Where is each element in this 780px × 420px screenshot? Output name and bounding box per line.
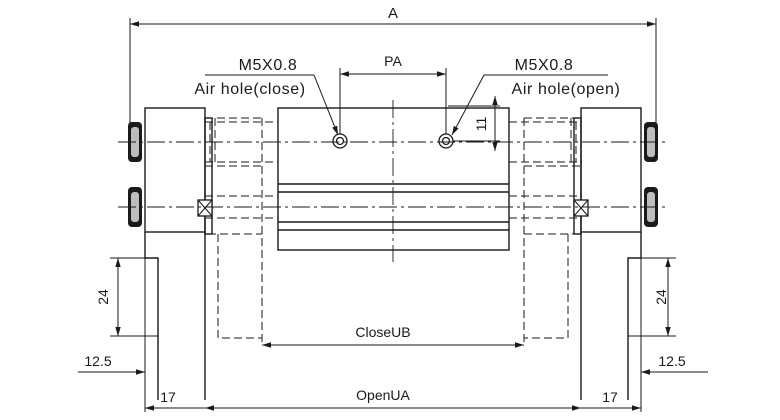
dimension-17-left: 17 — [144, 380, 205, 412]
port-callout-close: M5X0.8 Air hole(close) — [194, 57, 339, 136]
dimension-open-ua-label: OpenUA — [356, 387, 410, 403]
dimension-close-ub-label: CloseUB — [355, 324, 410, 340]
left-jaw — [128, 107, 213, 400]
dimension-11-label: 11 — [473, 117, 489, 132]
dimension-12-5-left-label: 12.5 — [84, 353, 111, 369]
dimension-pa: PA — [339, 53, 447, 140]
dimension-open-ua: OpenUA — [205, 387, 581, 411]
dimension-11: 11 — [448, 96, 500, 151]
dimension-17-right-label: 17 — [602, 389, 618, 405]
hidden-lines-left — [205, 117, 278, 345]
dimension-24-right: 24 — [628, 257, 676, 337]
dimension-24-left: 24 — [95, 257, 158, 337]
dimension-12-5-left: 12.5 — [78, 232, 146, 380]
port-open-thread: M5X0.8 — [515, 57, 574, 74]
dimension-17-left-label: 17 — [160, 389, 176, 405]
hidden-lines-right — [509, 117, 582, 345]
air-hole-open-port — [438, 133, 454, 149]
dimension-close-ub: CloseUB — [262, 324, 524, 348]
right-jaw — [573, 107, 658, 400]
air-hole-close-port — [332, 133, 348, 149]
left-set-screw — [197, 199, 213, 217]
port-close-name: Air hole(close) — [194, 81, 305, 98]
gripper-body — [277, 107, 510, 251]
dimension-a-label: A — [388, 5, 398, 22]
dimension-pa-label: PA — [384, 53, 402, 69]
dimension-17-right: 17 — [581, 380, 642, 412]
right-set-screw — [573, 199, 589, 217]
center-lines — [118, 100, 668, 262]
dimension-24-right-label: 24 — [653, 289, 669, 305]
port-close-thread: M5X0.8 — [239, 57, 298, 74]
dimension-24-left-label: 24 — [95, 289, 111, 305]
port-callout-open: M5X0.8 Air hole(open) — [451, 57, 621, 136]
port-open-name: Air hole(open) — [512, 81, 621, 98]
dimension-12-5-right: 12.5 — [640, 232, 708, 380]
dimension-a: A — [129, 5, 657, 130]
dimension-12-5-right-label: 12.5 — [658, 353, 685, 369]
